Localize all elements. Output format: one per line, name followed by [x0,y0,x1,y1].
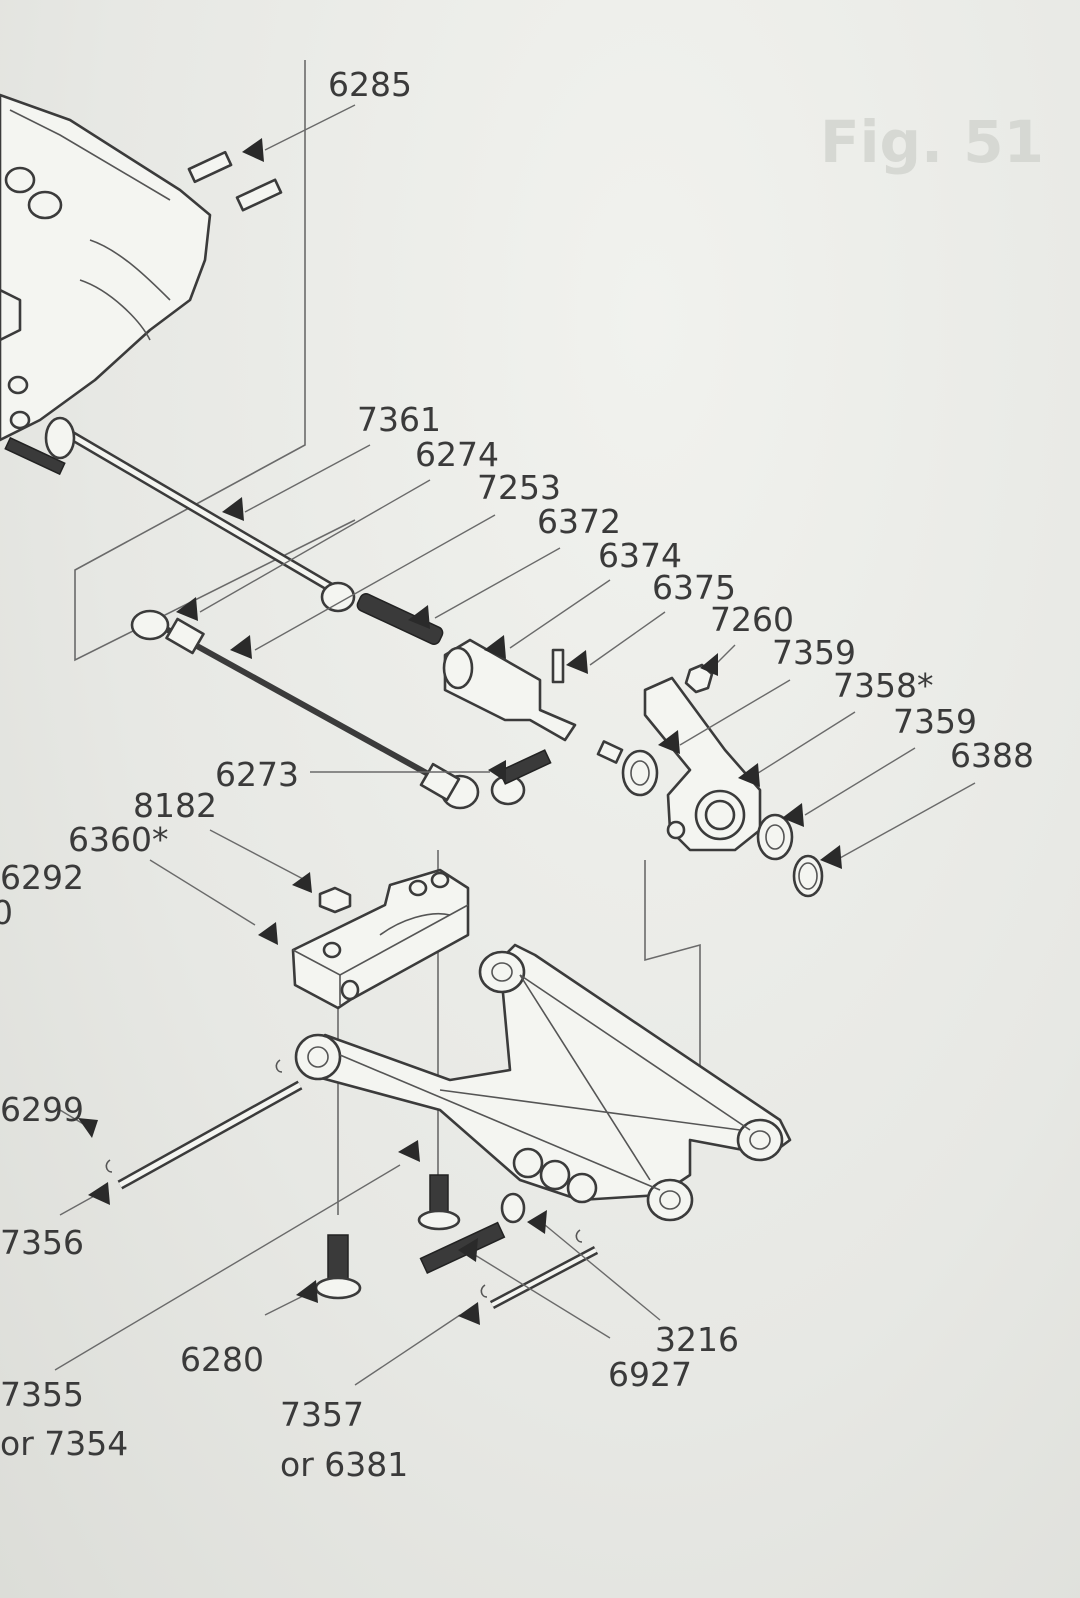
hinge-pin-long [117,1080,303,1190]
part-label: or 6381 [280,1445,409,1484]
part-label: 6274 [415,435,499,474]
part-label: 6375 [652,568,736,607]
assembly-frame-lower [644,860,701,1130]
part-label: 0 [0,893,13,932]
pointer-arrows [78,138,842,1325]
bleed-through-title: Fig. 51 [820,108,1044,176]
part-label: 6285 [328,65,412,104]
screw-6285-a [187,150,233,184]
drive-shaft [44,416,356,613]
part-label: 3216 [655,1320,739,1359]
part-label: 7253 [477,468,561,507]
nut-7260 [684,663,714,694]
screw-6285-b [235,178,283,212]
part-label: 7359 [772,633,856,672]
gearbox-housing [0,93,212,442]
part-label: 6372 [537,502,621,541]
suspension-arm [294,943,792,1222]
part-label: 7355 [0,1375,84,1414]
turnbuckle [130,609,526,810]
part-label: or 7354 [0,1424,129,1463]
pivot-block [291,868,470,1010]
part-label: 7260 [710,600,794,639]
washer-6927 [500,1192,526,1224]
hinge-pin-short [489,1246,599,1309]
leader-lines [54,104,976,1386]
bearing-7359-b [756,813,794,861]
outdrive [442,638,577,742]
screw-6280 [314,1234,362,1300]
hub-carrier [643,676,762,852]
part-label: 6360* [68,820,169,859]
nut-8182 [318,886,352,914]
part-label: 6273 [215,755,299,794]
part-label: 7356 [0,1223,84,1262]
screw-6927-upper [417,1174,461,1231]
part-label: 6280 [180,1340,264,1379]
part-label: 7357 [280,1395,364,1434]
part-label: 7361 [357,400,441,439]
washer-6388 [792,854,824,898]
part-label: 6299 [0,1090,84,1129]
part-label: 6927 [608,1355,692,1394]
part-label: 7359 [893,702,977,741]
part-label: 7358* [833,666,934,705]
part-label: 8182 [133,786,217,825]
bearing-7359-a [621,749,659,797]
part-label: 6388 [950,736,1034,775]
assembly-frame-upper [74,60,356,662]
part-label: 6292 [0,858,84,897]
part-label: 6374 [598,536,682,575]
